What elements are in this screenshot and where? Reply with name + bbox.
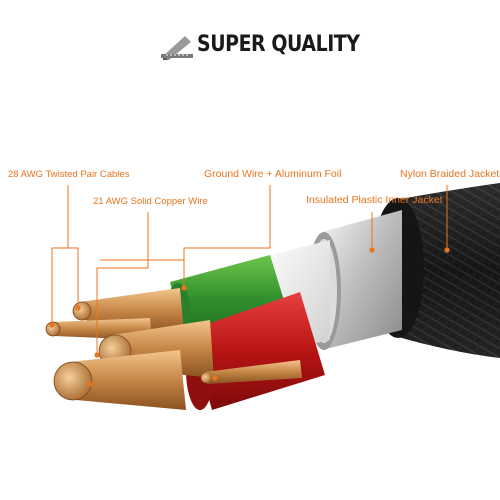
leader-dot-4 <box>181 285 187 291</box>
leader-dot-7 <box>87 381 93 387</box>
leader-dot-5 <box>369 247 375 253</box>
leader-dot-1 <box>75 305 81 311</box>
leader-dot-8 <box>212 375 218 381</box>
leader-line-copper-wire <box>96 212 149 355</box>
leader-line-twisted-pair <box>67 185 79 308</box>
page-title: SUPER QUALITY <box>197 32 360 57</box>
label-twisted-pair: 28 AWG Twisted Pair Cables <box>8 169 130 180</box>
header: SUPER QUALITY <box>0 28 500 68</box>
leader-dot-2 <box>49 322 55 328</box>
leader-dot-6 <box>444 247 450 253</box>
ground-wire-copper-strands <box>53 350 186 410</box>
label-inner-jacket: Insulated Plastic Inner Jacket <box>306 194 443 206</box>
small-strand <box>201 360 302 384</box>
label-copper-wire: 21 AWG Solid Copper Wire <box>93 196 208 207</box>
ruler-pencil-icon <box>161 36 193 60</box>
leader-line-twisted-pair-2 <box>51 247 68 325</box>
label-ground-wire: Ground Wire + Aluminum Foil <box>204 168 342 180</box>
label-nylon-jacket: Nylon Braided Jacket <box>400 168 500 180</box>
leader-dot-3 <box>94 352 100 358</box>
leader-line-ground-wire <box>183 185 271 288</box>
leader-line-ground-wire-2 <box>100 248 185 261</box>
